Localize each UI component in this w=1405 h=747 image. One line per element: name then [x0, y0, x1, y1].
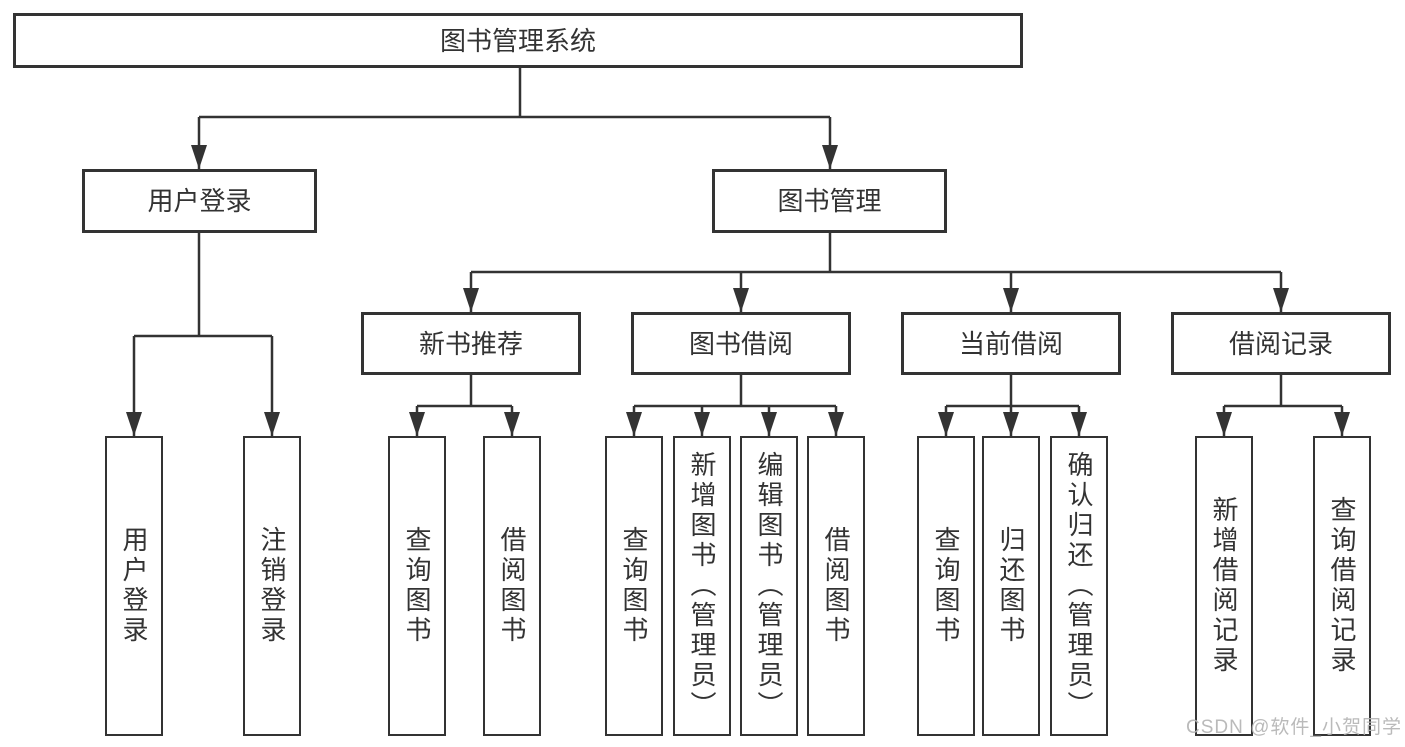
node-book-borrow: 图书借阅: [631, 312, 851, 375]
leaf-record-add-borrow-record: 新增借阅记录: [1195, 436, 1253, 736]
leaf-recommend-query-book: 查询图书: [388, 436, 446, 736]
leaf-record-query-borrow-record: 查询借阅记录: [1313, 436, 1371, 736]
node-root-library-system: 图书管理系统: [13, 13, 1023, 68]
connector-new-book-children: [409, 375, 520, 436]
csdn-watermark: CSDN @软件_小贺同学: [1186, 717, 1402, 738]
node-new-book-recommend: 新书推荐: [361, 312, 581, 375]
connector-book-mgmt-children: [463, 233, 1289, 312]
leaf-user-logout: 注销登录: [243, 436, 301, 736]
node-current-borrow: 当前借阅: [901, 312, 1121, 375]
connector-current-borrow-children: [938, 375, 1087, 436]
leaf-borrow-query-book: 查询图书: [605, 436, 663, 736]
node-borrow-record: 借阅记录: [1171, 312, 1391, 375]
leaf-borrow-add-book-admin: 新增图书（管理员）: [673, 436, 731, 736]
connector-book-borrow-children: [626, 375, 844, 436]
connector-root-to-level2: [191, 68, 838, 169]
leaf-current-confirm-return-admin: 确认归还（管理员）: [1050, 436, 1108, 736]
leaf-recommend-borrow-book: 借阅图书: [483, 436, 541, 736]
node-user-login: 用户登录: [82, 169, 317, 233]
node-book-management: 图书管理: [712, 169, 947, 233]
connector-borrow-record-children: [1216, 375, 1350, 436]
connector-user-login-children: [126, 233, 280, 436]
leaf-borrow-borrow-book: 借阅图书: [807, 436, 865, 736]
leaf-current-query-book: 查询图书: [917, 436, 975, 736]
leaf-current-return-book: 归还图书: [982, 436, 1040, 736]
leaf-borrow-edit-book-admin: 编辑图书（管理员）: [740, 436, 798, 736]
leaf-user-login: 用户登录: [105, 436, 163, 736]
